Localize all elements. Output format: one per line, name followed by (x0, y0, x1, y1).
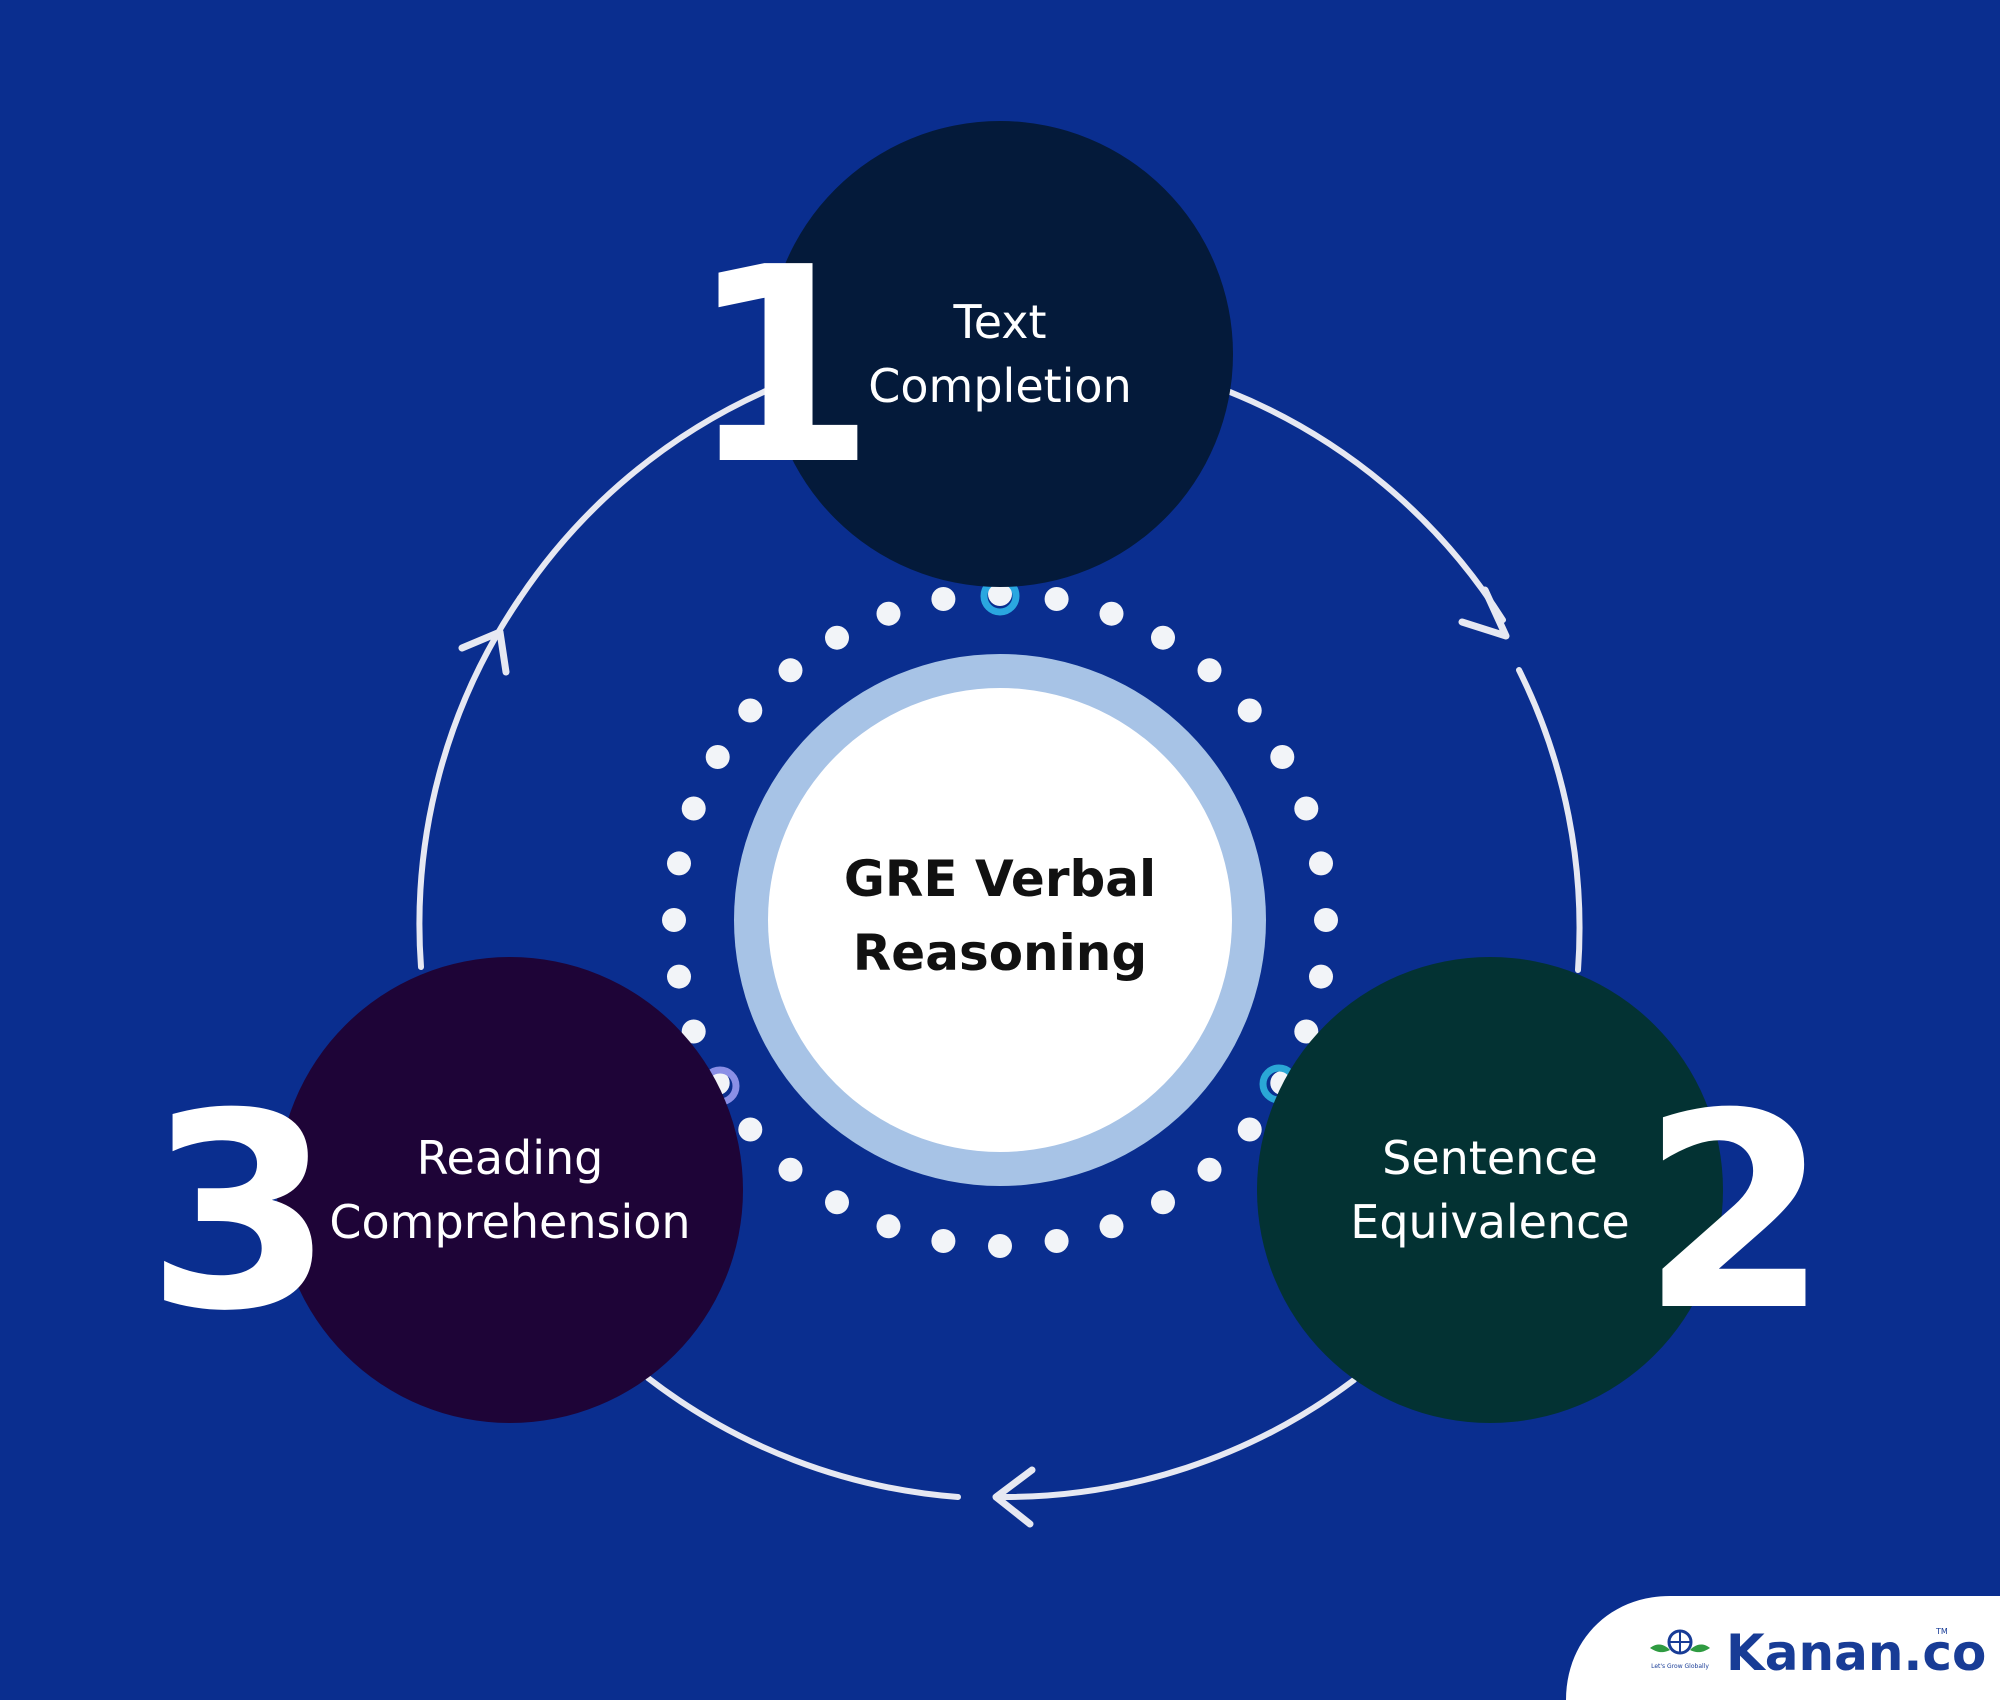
ring-dot (1151, 625, 1175, 650)
dotted-ring (662, 582, 1338, 1258)
ring-dot (662, 908, 686, 932)
ring-dot (825, 1190, 849, 1215)
stage-3-number: 3 (146, 1055, 334, 1370)
ring-dot (988, 582, 1012, 606)
ring-dot (876, 1214, 901, 1239)
ring-dot (738, 698, 763, 723)
stage-2-circle (1257, 957, 1723, 1423)
ring-dot (667, 964, 691, 989)
stage-1-label-line1: Text (952, 295, 1046, 349)
ring-dot (738, 1117, 763, 1142)
center-title-line2: Reasoning (853, 924, 1147, 982)
stage-3-circle (277, 957, 743, 1423)
arrow-head-icon (458, 628, 510, 676)
ring-dot (1294, 796, 1319, 821)
ring-arc-bottom-right (997, 1377, 1357, 1501)
ring-dot (1314, 908, 1338, 932)
ring-dot (1151, 1190, 1175, 1215)
stage-3-label-line2: Comprehension (329, 1195, 690, 1249)
stage-3-label-line1: Reading (417, 1131, 604, 1185)
cycle-ring (416, 387, 1583, 1501)
arrow-head-icon (1458, 586, 1510, 640)
ring-arc-bottom-left (645, 1375, 961, 1500)
ring-dot (1099, 601, 1124, 626)
ring-arc-right (1516, 667, 1583, 973)
stage-2-label-line2: Equivalence (1350, 1195, 1629, 1249)
center-circle (768, 688, 1232, 1152)
ring-dot (705, 745, 730, 769)
ring-dot (876, 601, 901, 626)
ring-dot (825, 625, 849, 650)
ring-dot (931, 1229, 956, 1253)
ring-dot (1237, 1117, 1262, 1142)
ring-dot (988, 1234, 1012, 1258)
stage-1-circle (767, 121, 1233, 587)
arrow-head-icon (992, 1466, 1036, 1528)
center-title-line1: GRE Verbal (844, 850, 1156, 908)
ring-dot (681, 1019, 706, 1044)
ring-dot (1309, 851, 1333, 876)
stage-2-number: 2 (1641, 1055, 1829, 1370)
ring-dot (681, 796, 706, 821)
stage-2-label-line1: Sentence (1382, 1131, 1598, 1185)
brand-trademark: TM (1935, 1627, 1948, 1636)
brand-tagline: Let's Grow Globally (1651, 1663, 1709, 1670)
brand-badge-background (1566, 1596, 2000, 1700)
ring-dot (1197, 658, 1222, 683)
stage-1: 1 Text Completion (688, 121, 1233, 587)
ring-dot (778, 658, 803, 683)
stage-1-label-line2: Completion (868, 359, 1131, 413)
ring-arc-top-right (1227, 389, 1506, 623)
ring-dot (1197, 1157, 1222, 1182)
ring-arc-top-left (517, 387, 771, 601)
globe-wings-icon (1650, 1629, 1710, 1655)
stage-3: 3 Reading Comprehension (146, 957, 743, 1423)
stage-1-number: 1 (688, 209, 876, 524)
ring-dot (1237, 698, 1262, 723)
ring-dot (1294, 1019, 1319, 1044)
ring-dot (1270, 745, 1295, 769)
brand-name: Kanan.co (1726, 1624, 1986, 1682)
ring-dot (1309, 964, 1333, 989)
ring-dot (1099, 1214, 1124, 1239)
cycle-arrows (458, 586, 1510, 1528)
ring-dot (1044, 587, 1069, 611)
stage-2: 2 Sentence Equivalence (1257, 957, 1829, 1423)
ring-dot (667, 851, 691, 876)
ring-dot (778, 1157, 803, 1182)
ring-dot (1044, 1229, 1069, 1253)
ring-arc-left (416, 595, 523, 970)
ring-dot (931, 587, 956, 611)
brand-badge: Let's Grow Globally Kanan.co TM (1566, 1596, 2000, 1700)
